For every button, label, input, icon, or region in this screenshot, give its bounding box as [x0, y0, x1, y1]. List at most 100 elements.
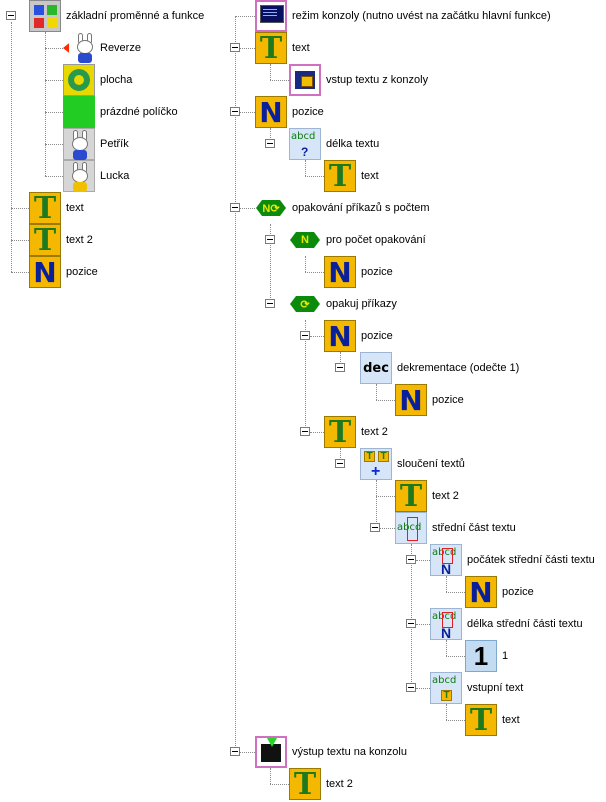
collapse-toggle[interactable]	[370, 523, 380, 532]
tree-node-label: dekrementace (odečte 1)	[397, 362, 520, 374]
tree-node-label: střední část textu	[432, 522, 516, 534]
number-variable-icon: N	[255, 96, 287, 129]
tree-node-label: pozice	[502, 586, 534, 598]
tree-node-label: výstup textu na konzolu	[292, 746, 407, 758]
tree-node-text2-inner[interactable]: T text 2	[395, 479, 459, 514]
collapse-toggle[interactable]	[230, 203, 240, 212]
tree-node-label: Petřík	[100, 138, 129, 150]
tree-node-text[interactable]: T text	[255, 31, 310, 66]
tree-node-label: opakování příkazů s počtem	[292, 202, 430, 214]
petrik-bunny-icon	[63, 128, 95, 160]
tree-node-label: pro počet opakování	[326, 234, 426, 246]
text-variable-icon: T	[255, 31, 287, 66]
tree-node-text[interactable]: T text	[29, 191, 84, 226]
tree-node-pozice[interactable]: N pozice	[255, 96, 324, 129]
tree-node-root[interactable]: základní proměnné a funkce	[29, 0, 204, 32]
collapse-toggle[interactable]	[406, 555, 416, 564]
cycle-icon: ⟳	[289, 288, 321, 320]
tree-node-label: vstupní text	[467, 682, 524, 694]
number-variable-icon: N	[324, 256, 356, 289]
tree-node-pozice[interactable]: N pozice	[465, 576, 534, 609]
tree-node-label: délka střední části textu	[467, 618, 583, 630]
tree-node-repeat-commands[interactable]: ⟳ opakuj příkazy	[289, 288, 397, 320]
tree-node-text2[interactable]: T text 2	[29, 223, 93, 258]
plocha-icon	[63, 64, 95, 96]
tree-node-label: text 2	[432, 490, 459, 502]
tree-node-label: sloučení textů	[397, 458, 465, 470]
tree-node-pozice[interactable]: N pozice	[29, 256, 98, 289]
number-constant-icon: 1	[465, 640, 497, 672]
tree-node-text2[interactable]: T text 2	[324, 415, 388, 450]
tree-node-pozice[interactable]: N pozice	[324, 320, 393, 353]
text-variable-icon: T	[324, 159, 356, 194]
collapse-toggle[interactable]	[406, 683, 416, 692]
tree-node-text-length[interactable]: abcd ? délka textu	[289, 128, 379, 160]
tree-node-label: opakuj příkazy	[326, 298, 397, 310]
collapse-toggle[interactable]	[6, 11, 16, 20]
tree-node-reverze[interactable]: Reverze	[63, 32, 141, 64]
collapse-toggle[interactable]	[335, 363, 345, 372]
tree-node-text-inner[interactable]: T text	[324, 159, 379, 194]
tree-node-console-mode[interactable]: režim konzoly (nutno uvést na začátku hl…	[255, 0, 551, 32]
collapse-toggle[interactable]	[335, 459, 345, 468]
repeat-loop-icon: N⟳	[255, 192, 287, 224]
tree-node-label: režim konzoly (nutno uvést na začátku hl…	[292, 10, 551, 22]
count-icon: N	[289, 224, 321, 256]
tree-node-plocha[interactable]: plocha	[63, 64, 132, 96]
text-variable-icon: T	[29, 191, 61, 226]
console-input-icon	[289, 64, 321, 96]
collapse-toggle[interactable]	[265, 139, 275, 148]
text-variable-icon: T	[324, 415, 356, 450]
collapse-toggle[interactable]	[265, 299, 275, 308]
tree-node-label: pozice	[432, 394, 464, 406]
decrement-icon: dec	[360, 352, 392, 384]
collapse-toggle[interactable]	[265, 235, 275, 244]
tree-node-label: Reverze	[100, 42, 141, 54]
tree-node-pozice[interactable]: N pozice	[324, 256, 393, 289]
tree-node-label: text 2	[66, 234, 93, 246]
tree-node-label: délka textu	[326, 138, 380, 150]
text-length-icon: abcd ?	[289, 128, 321, 160]
tree-node-label: pozice	[361, 330, 393, 342]
collapse-toggle[interactable]	[300, 427, 310, 436]
tree-node-console-input[interactable]: vstup textu z konzoly	[289, 64, 428, 96]
console-mode-icon	[255, 0, 287, 32]
tree-node-repeat-count[interactable]: N⟳ opakování příkazů s počtem	[255, 192, 430, 224]
tree-node-pozice[interactable]: N pozice	[395, 384, 464, 417]
tree-node-label: text	[292, 42, 310, 54]
tree-node-label: pozice	[66, 266, 98, 278]
tree-node-text2-out[interactable]: T text 2	[289, 767, 353, 802]
collapse-toggle[interactable]	[230, 43, 240, 52]
tree-node-text-input-inner[interactable]: T text	[465, 703, 520, 738]
number-variable-icon: N	[395, 384, 427, 417]
collapse-toggle[interactable]	[406, 619, 416, 628]
tree-node-petrik[interactable]: Petřík	[63, 128, 129, 160]
number-variable-icon: N	[29, 256, 61, 289]
substring-icon: abcd	[395, 512, 427, 544]
tree-node-middle-part[interactable]: abcd střední část textu	[395, 512, 516, 544]
tree-node-empty-cell[interactable]: prázdné políčko	[63, 96, 178, 128]
tree-node-console-output[interactable]: výstup textu na konzolu	[255, 736, 407, 768]
variables-icon	[29, 0, 61, 32]
tree-node-lucka[interactable]: Lucka	[63, 160, 129, 192]
collapse-toggle[interactable]	[230, 107, 240, 116]
reverse-bunny-icon	[63, 32, 95, 64]
tree-node-label: text	[361, 170, 379, 182]
tree-node-one[interactable]: 1 1	[465, 640, 508, 672]
collapse-toggle[interactable]	[230, 747, 240, 756]
tree-node-label: text	[502, 714, 520, 726]
text-variable-icon: T	[29, 223, 61, 258]
tree-node-for-count[interactable]: N pro počet opakování	[289, 224, 426, 256]
number-variable-icon: N	[465, 576, 497, 609]
collapse-toggle[interactable]	[300, 331, 310, 340]
number-variable-icon: N	[324, 320, 356, 353]
tree-node-decrement[interactable]: dec dekrementace (odečte 1)	[360, 352, 519, 384]
